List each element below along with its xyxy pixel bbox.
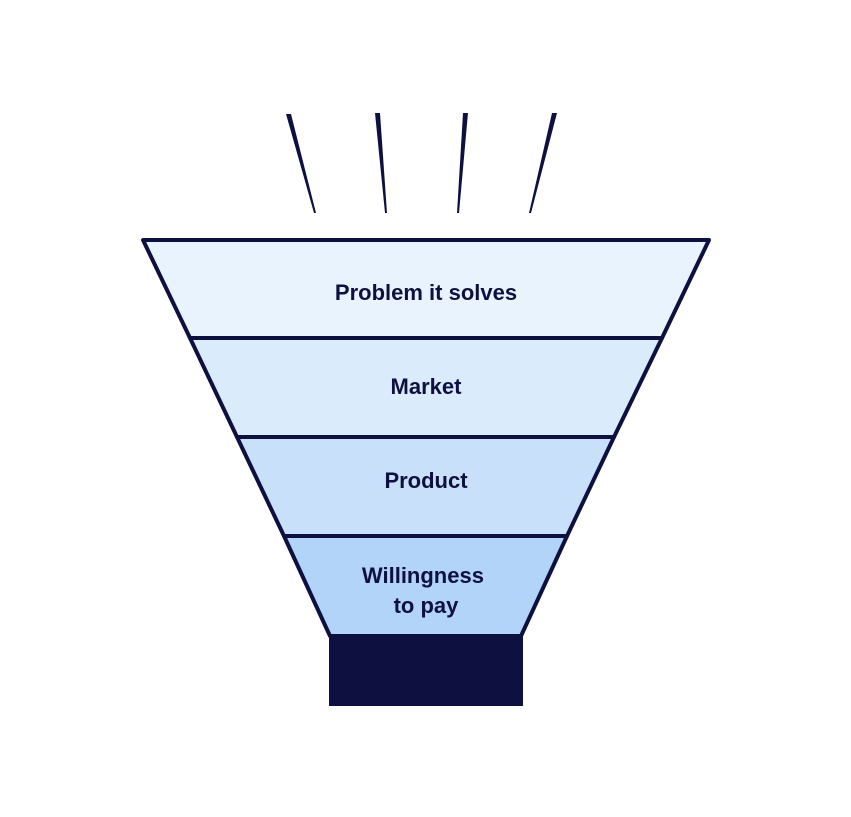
layer-label-market-line-1: Market [391,374,463,399]
layer-label-problem-line-1: Problem it solves [335,280,517,305]
layer-label-product-line-1: Product [384,468,468,493]
funnel-labels: Problem it solves Market Product Willing… [335,280,517,618]
layer-label-willingness-line-2: to pay [394,593,460,618]
input-streak-3 [457,113,468,213]
layer-label-willingness-line-1: Willingness [362,563,484,588]
layer-label-product: Product [384,468,468,493]
input-streak-4 [529,113,557,213]
layer-label-market: Market [391,374,463,399]
input-streaks [286,113,557,213]
input-streak-2 [375,113,387,213]
layer-label-problem: Problem it solves [335,280,517,305]
funnel-spout [329,636,523,706]
input-streak-1 [286,114,316,213]
funnel-layers [141,238,711,638]
layer-label-willingness: Willingness to pay [362,563,490,618]
